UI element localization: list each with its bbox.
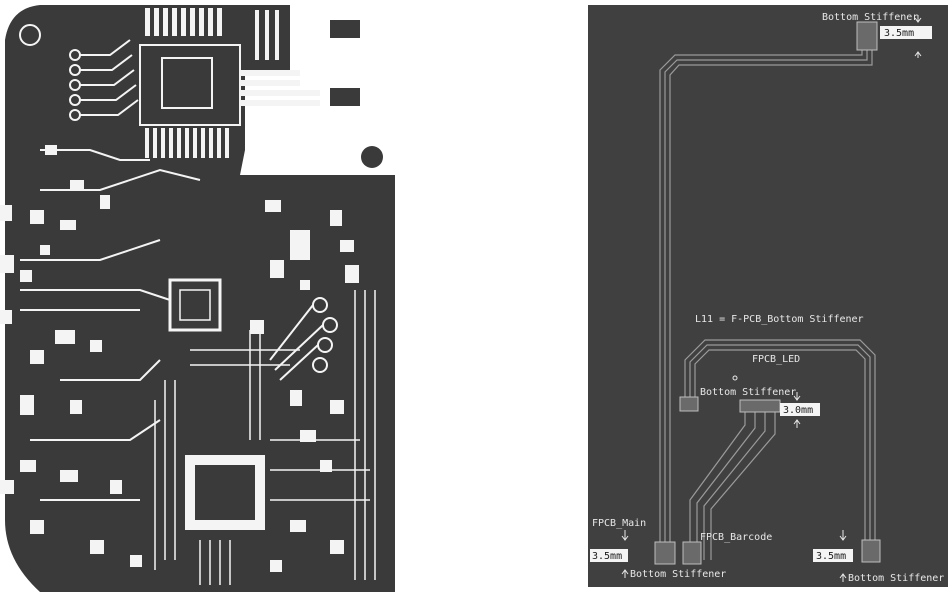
label-stiffener-top: Bottom Stiffener (822, 12, 918, 23)
label-dim-main: 3.5mm (592, 551, 622, 562)
label-stiffener-bottom-right: Bottom Stiffener (848, 573, 944, 584)
label-dim-bottom-right: 3.5mm (816, 551, 846, 562)
label-layer-note: L11 = F-PCB_Bottom Stiffener (695, 314, 864, 325)
label-fpcb-barcode: FPCB_Barcode (700, 532, 772, 543)
label-stiffener-bottom-left: Bottom Stiffener (630, 569, 726, 580)
pcb-layout-panel (0, 5, 395, 592)
label-dim-top: 3.5mm (884, 28, 914, 39)
label-dim-mid: 3.0mm (783, 405, 813, 416)
label-fpcb-led: FPCB_LED (752, 354, 800, 365)
label-fpcb-main: FPCB_Main (592, 518, 646, 529)
label-stiffener-mid: Bottom Stiffener (700, 387, 796, 398)
fpcb-stiffener-panel: Bottom Stiffener 3.5mm L11 = F-PCB_Botto… (588, 5, 948, 587)
